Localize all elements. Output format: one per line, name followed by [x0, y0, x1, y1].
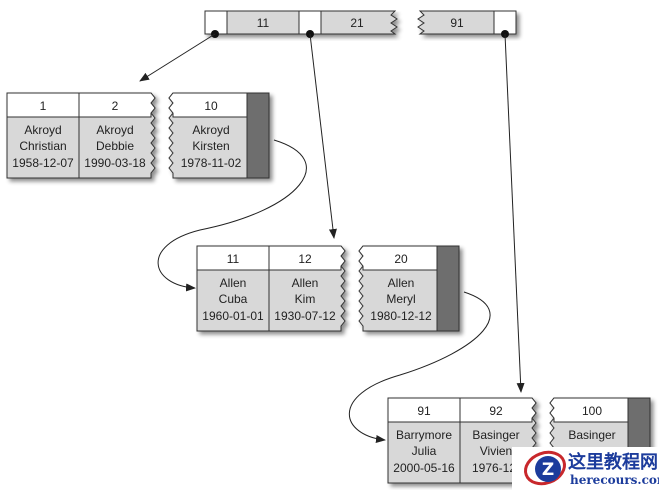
leaf-2-record-0-first: Julia — [412, 444, 437, 458]
leaf-1-next-pointer — [436, 245, 460, 332]
leaf-0-record-1-last: Akroyd — [96, 123, 133, 137]
leaf-1-record-1-last: Allen — [292, 276, 319, 290]
watermark: Z 这里教程网 herecours.com — [512, 447, 659, 490]
leaf-1-record-0-last: Allen — [220, 276, 247, 290]
arrow-leaf-0-to-leaf-1 — [157, 139, 307, 292]
leaf-0-record-1-first: Debbie — [96, 139, 134, 153]
root-node — [204, 10, 517, 35]
leaf-1-record-2-dob: 1980-12-12 — [370, 309, 432, 323]
watermark-title: 这里教程网 — [568, 451, 658, 473]
leaf-0-record-1-dob: 1990-03-18 — [84, 156, 146, 170]
arrow-root-to-leaf-2 — [504, 33, 525, 393]
watermark-logo-letter: Z — [542, 460, 554, 480]
leaf-0-record-1-key: 2 — [112, 99, 119, 113]
leaf-2-left-header — [387, 397, 537, 423]
root-key-1: 21 — [350, 16, 364, 30]
leaf-0-record-2-last: Akroyd — [192, 123, 229, 137]
leaf-1-record-2-last: Allen — [388, 276, 415, 290]
watermark-logo-icon: Z — [524, 450, 566, 486]
leaf-1-record-1-key: 12 — [298, 252, 312, 266]
leaf-2-record-1-key: 92 — [489, 404, 503, 418]
leaf-2-record-2-last: Basinger — [568, 428, 615, 442]
leaf-0-record-2-key: 10 — [204, 99, 218, 113]
leaf-0-record-0-dob: 1958-12-07 — [12, 156, 74, 170]
watermark-url: herecours.com — [570, 473, 659, 487]
leaf-2-record-0-dob: 2000-05-16 — [393, 461, 455, 475]
leaf-0-record-0-last: Akroyd — [24, 123, 61, 137]
arrow-leaf-1-to-leaf-2 — [348, 291, 491, 443]
leaf-0-next-pointer — [246, 92, 270, 179]
leaf-2-record-0-last: Barrymore — [396, 428, 452, 442]
leaf-1-record-0-key: 11 — [227, 252, 240, 266]
leaf-0-record-2-first: Kirsten — [192, 139, 229, 153]
leaf-2-record-1-dob: 1976-12- — [472, 461, 520, 475]
leaf-0-left-header — [6, 92, 156, 118]
leaf-2-record-2-key: 100 — [582, 404, 602, 418]
leaf-2-record-0-key: 91 — [417, 404, 431, 418]
leaf-0-record-0-key: 1 — [40, 99, 47, 113]
leaf-0-record-0-first: Christian — [19, 139, 66, 153]
leaf-0-record-2-dob: 1978-11-02 — [181, 156, 242, 170]
leaf-2-record-1-first: Vivien — [480, 444, 512, 458]
leaf-1-record-1-first: Kim — [295, 292, 316, 306]
leaf-1-record-2-first: Meryl — [386, 292, 415, 306]
leaf-1-record-0-dob: 1960-01-01 — [202, 309, 264, 323]
arrow-root-to-leaf-1 — [309, 33, 337, 239]
leaf-2-record-1-last: Basinger — [472, 428, 519, 442]
leaf-1-left-header — [196, 245, 346, 271]
root-key-2: 91 — [450, 16, 464, 30]
root-key-0: 11 — [257, 16, 270, 30]
leaf-1-record-1-dob: 1930-07-12 — [274, 309, 336, 323]
leaf-1-record-2-key: 20 — [394, 252, 408, 266]
arrow-root-to-leaf-0 — [139, 33, 216, 82]
leaf-1-record-0-first: Cuba — [219, 292, 248, 306]
